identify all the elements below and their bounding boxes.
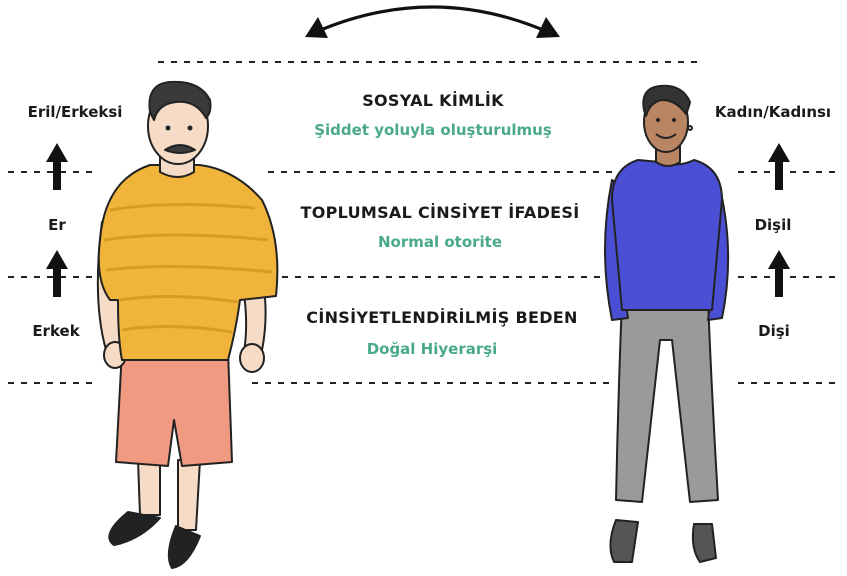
layer-title-gendered-body: CİNSİYETLENDİRİLMİŞ BEDEN bbox=[306, 308, 577, 327]
layer-subtitle-gender-expression: Normal otorite bbox=[378, 233, 502, 251]
left-label-gender-expression: Er bbox=[48, 216, 66, 234]
layer-subtitle-gendered-body: Doğal Hiyerarşi bbox=[367, 340, 498, 358]
up-arrow-icon bbox=[768, 250, 790, 297]
layer-title-gender-expression: TOPLUMSAL CİNSİYET İFADESİ bbox=[301, 203, 580, 222]
up-arrow-icon bbox=[46, 143, 68, 190]
woman-illustration bbox=[605, 86, 728, 562]
right-label-gender-expression: Dişil bbox=[755, 216, 792, 234]
double-headed-curved-arrow-icon bbox=[305, 7, 560, 38]
layer-title-social-identity: SOSYAL KİMLİK bbox=[362, 91, 504, 110]
man-illustration bbox=[98, 82, 278, 568]
right-label-social-identity: Kadın/Kadınsı bbox=[715, 103, 831, 121]
right-label-gendered-body: Dişi bbox=[758, 322, 790, 340]
left-label-gendered-body: Erkek bbox=[32, 322, 79, 340]
layer-subtitle-social-identity: Şiddet yoluyla oluşturulmuş bbox=[314, 121, 552, 139]
left-label-social-identity: Eril/Erkeksi bbox=[28, 103, 123, 121]
up-arrow-icon bbox=[768, 143, 790, 190]
up-arrow-icon bbox=[46, 250, 68, 297]
